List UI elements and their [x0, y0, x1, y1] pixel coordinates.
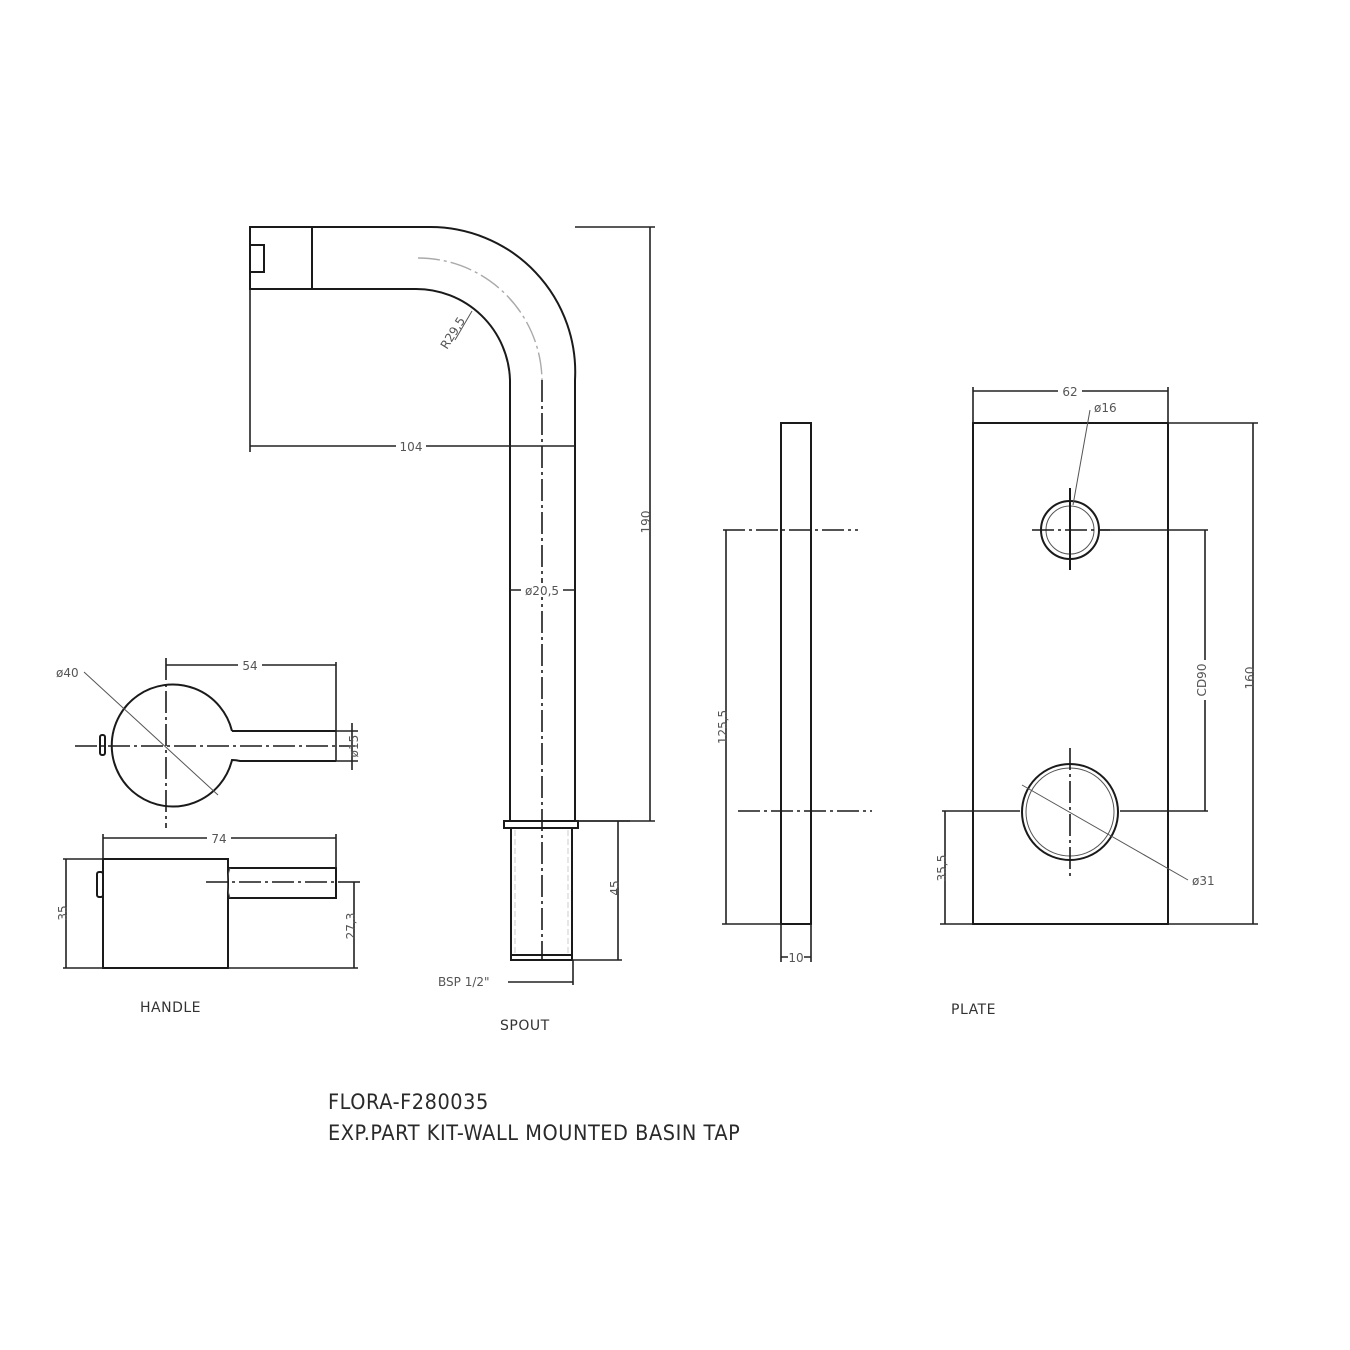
- handle-side-lever: [228, 867, 337, 899]
- plate-width-dim: 62: [1062, 385, 1077, 399]
- spout-collar: [503, 820, 579, 829]
- spout-thread-dim: BSP 1/2": [438, 975, 490, 989]
- plate-center-distance-dim: CD90: [1195, 664, 1209, 697]
- plate-side-spacing-dim: 125,5: [716, 710, 730, 744]
- spout-label: SPOUT: [500, 1018, 550, 1034]
- handle-lever-axis-height-dim: 27,3: [344, 913, 358, 940]
- spout-reach-dim: 104: [400, 440, 423, 454]
- plate-height-dim: 160: [1243, 667, 1257, 690]
- plate-side-view: 125,5 10: [716, 422, 872, 965]
- plate-label: PLATE: [951, 1002, 996, 1018]
- handle-lever-diameter-dim: ø15: [347, 735, 361, 758]
- plate-side-outline: [780, 422, 812, 925]
- handle-side-body: [102, 858, 229, 969]
- plate-view: 62 ø16 160 CD90 ø31 35,5 PLATE: [935, 384, 1258, 1018]
- spout-view: 190 104 R29,5 ø20,5 45 BSP 1/2" SPOUT: [249, 225, 655, 1034]
- spout-radius-dim: R29,5: [438, 314, 468, 351]
- spout-outer-bend: [429, 225, 577, 381]
- handle-lever-length-dim: 54: [242, 659, 257, 673]
- drawing-title-code: FLORA-F280035: [328, 1090, 489, 1114]
- plate-small-hole-dim: ø16: [1094, 401, 1117, 415]
- drawing-title-description: EXP.PART KIT-WALL MOUNTED BASIN TAP: [328, 1121, 741, 1145]
- spout-inner-bend: [415, 288, 511, 381]
- handle-diameter-dim: ø40: [56, 666, 79, 680]
- handle-height-dim: 35: [56, 905, 70, 920]
- plate-outline: [972, 422, 1169, 925]
- plate-thickness-dim: 10: [788, 951, 803, 965]
- handle-total-length-dim: 74: [211, 832, 226, 846]
- spout-notch: [249, 244, 265, 273]
- spout-thread-length-dim: 45: [608, 880, 622, 895]
- handle-view: ø40 54 ø15 74 35 27,3 HANDLE: [56, 658, 361, 1016]
- spout-wall-block: [249, 226, 313, 290]
- plate-large-hole-dim: ø31: [1192, 874, 1215, 888]
- spout-height-dim: 190: [639, 511, 653, 534]
- handle-label: HANDLE: [140, 1000, 201, 1016]
- handle-top-outline: [110, 683, 336, 808]
- plate-bottom-offset-dim: 35,5: [935, 855, 949, 882]
- spout-diameter-dim: ø20,5: [525, 584, 559, 598]
